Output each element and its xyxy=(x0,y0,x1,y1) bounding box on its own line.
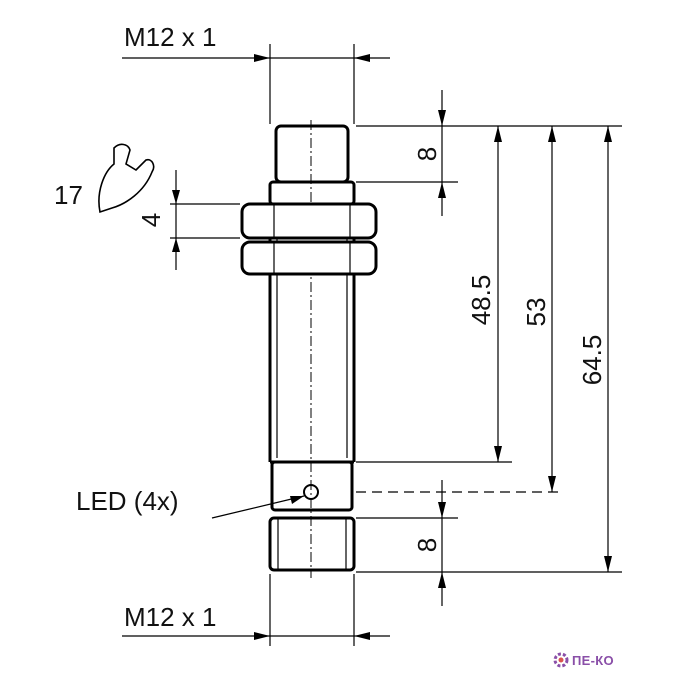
nut-lower xyxy=(240,240,378,276)
dim-nut-height xyxy=(170,170,240,270)
dim-thread-bottom xyxy=(122,574,390,646)
wrench-icon xyxy=(98,143,155,214)
gear-icon xyxy=(553,652,569,668)
logo-text: ПЕ-КО xyxy=(572,652,614,668)
wrench-size-label: 17 xyxy=(54,180,83,210)
sensor-cap xyxy=(274,124,350,184)
nut-height-label: 4 xyxy=(136,213,166,227)
led-label: LED (4x) xyxy=(76,486,179,516)
dim-thread-top xyxy=(122,44,390,124)
dim-64-5 xyxy=(604,126,612,572)
dim-53 xyxy=(548,126,556,492)
dim-top-cap xyxy=(438,90,446,216)
sensor-body xyxy=(268,120,356,578)
dim-bottom-connector xyxy=(438,480,446,606)
dim-64-5-label: 64.5 xyxy=(577,335,607,386)
led-housing xyxy=(270,460,354,512)
thread-bottom-label: M12 x 1 xyxy=(124,602,217,632)
extension-lines xyxy=(356,125,622,573)
dim-53-label: 53 xyxy=(521,298,551,327)
connector-body xyxy=(268,516,356,572)
nut-upper xyxy=(240,202,378,240)
watermark-logo: ПЕ-КО xyxy=(552,650,614,670)
dim-48-5 xyxy=(494,126,502,462)
led-leader xyxy=(211,495,305,519)
dim-48-5-label: 48.5 xyxy=(466,275,496,326)
thread-top-label: M12 x 1 xyxy=(124,22,217,52)
sensor-collar xyxy=(268,180,356,206)
dim-top-cap-label: 8 xyxy=(412,147,442,161)
dim-bottom-connector-label: 8 xyxy=(412,538,442,552)
